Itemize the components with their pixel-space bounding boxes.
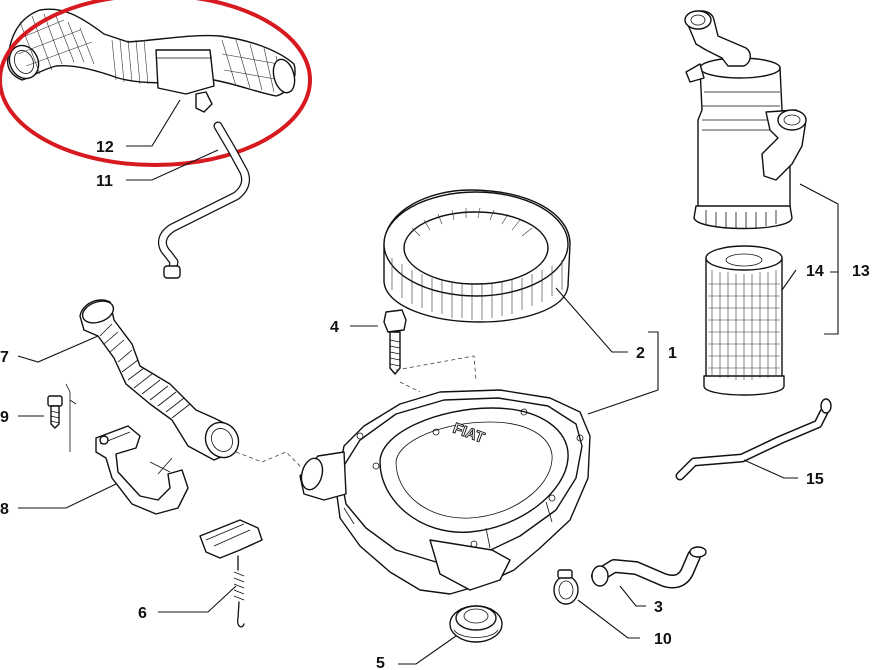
label-13: 13 — [852, 263, 870, 280]
part-labels: 12 11 7 9 8 6 5 4 2 1 3 10 14 13 15 — [0, 139, 870, 670]
part-5-grommet — [449, 605, 503, 643]
part-9-screw — [47, 395, 63, 429]
label-5: 5 — [376, 655, 385, 670]
alignment-guide — [235, 451, 305, 471]
bracket-guide — [65, 383, 77, 452]
label-2: 2 — [636, 345, 645, 362]
label-4: 4 — [330, 319, 339, 336]
part-11-breather-tube — [158, 121, 251, 279]
part-3-hose — [591, 546, 707, 589]
label-14: 14 — [806, 263, 824, 280]
label-7: 7 — [0, 349, 9, 366]
label-1: 1 — [668, 345, 677, 362]
label-15: 15 — [806, 471, 824, 488]
part-13-filter-canister — [684, 10, 807, 230]
label-10: 10 — [654, 631, 672, 648]
label-6: 6 — [138, 605, 147, 622]
part-10-hose-clamp — [553, 569, 579, 605]
label-12: 12 — [96, 139, 114, 156]
highlight-circle — [0, 0, 312, 167]
part-4-bolt — [383, 309, 407, 375]
label-3: 3 — [654, 599, 663, 616]
part-15-breather-hose — [675, 398, 832, 481]
label-8: 8 — [0, 501, 9, 518]
alignment-guide — [395, 355, 477, 393]
leader-lines — [17, 99, 839, 665]
part-7-resonator-duct — [79, 299, 240, 461]
part-14-cartridge-filter — [703, 245, 785, 396]
part-6-clip-spring — [199, 519, 263, 628]
part-12-intake-hose — [6, 8, 296, 113]
part-2-filter-element — [383, 189, 571, 323]
label-11: 11 — [96, 173, 113, 190]
part-8-bracket — [95, 425, 189, 515]
part-1-air-box-housing: FIAT — [299, 389, 591, 595]
label-9: 9 — [0, 409, 9, 426]
